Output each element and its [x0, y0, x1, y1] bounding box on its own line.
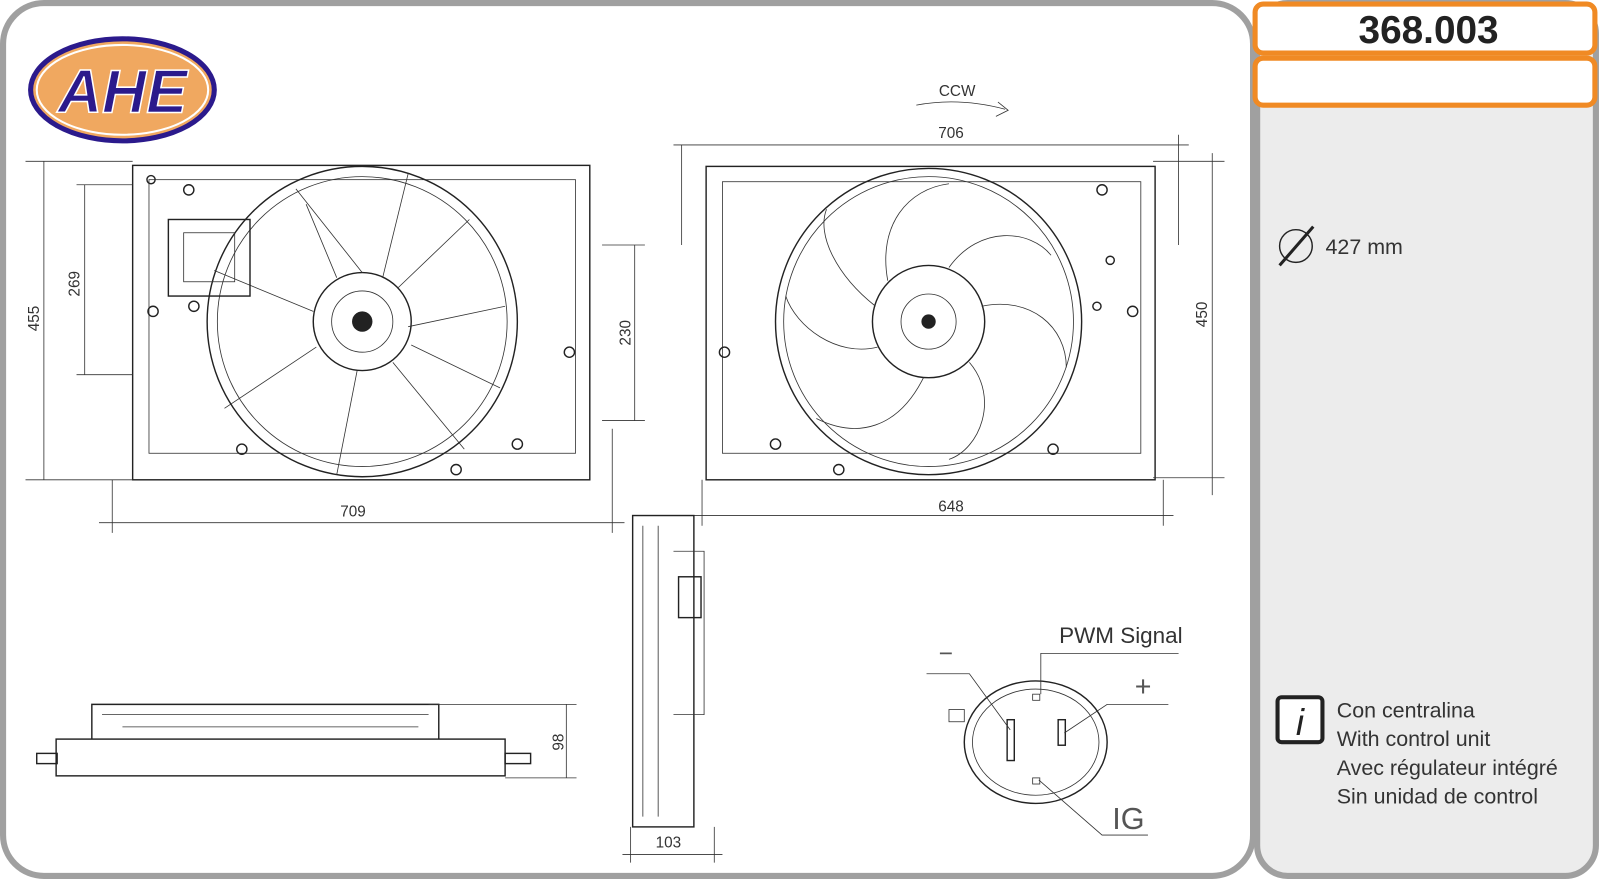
- connector-ig: IG: [1112, 802, 1144, 836]
- connector-title: PWM Signal: [1059, 623, 1182, 648]
- part-number: 368.003: [1359, 9, 1499, 52]
- info-icon: i: [1275, 695, 1325, 745]
- dim-rear-height: 450: [1194, 302, 1211, 328]
- side-view: [631, 514, 705, 828]
- dim-side-depth-bottom: 98: [550, 734, 567, 751]
- svg-text:AHE: AHE: [56, 57, 189, 125]
- dim-front-height: 455: [26, 306, 43, 332]
- part-number-box: [1252, 1, 1598, 56]
- rotation-label: CCW: [939, 83, 976, 100]
- diameter-value: 427 mm: [1326, 235, 1403, 259]
- info-line: Sin unidad de control: [1337, 784, 1538, 808]
- bottom-view: [36, 703, 532, 777]
- info-line: Avec régulateur intégré: [1337, 756, 1558, 780]
- dim-rear-width-bottom: 648: [938, 498, 964, 515]
- dim-front-width: 709: [340, 504, 366, 521]
- svg-text:i: i: [1296, 702, 1305, 743]
- rear-view: [705, 165, 1156, 481]
- diameter-icon: [1278, 225, 1315, 267]
- connector-plus: +: [1135, 671, 1152, 703]
- info-line: With control unit: [1337, 727, 1491, 751]
- dim-front-inner-height: 269: [67, 271, 84, 297]
- dim-side-depth: 103: [656, 834, 682, 851]
- dim-front-side: 230: [618, 320, 635, 346]
- part-subtitle-box: [1252, 55, 1598, 108]
- connector-minus: −: [939, 641, 953, 668]
- connector-diagram: [926, 652, 1179, 836]
- info-line: Con centralina: [1337, 699, 1475, 723]
- sheet-frame: [0, 0, 1257, 879]
- dim-rear-width-top: 706: [938, 125, 964, 142]
- front-view: [131, 164, 591, 481]
- ahe-logo: AHE: [28, 36, 217, 144]
